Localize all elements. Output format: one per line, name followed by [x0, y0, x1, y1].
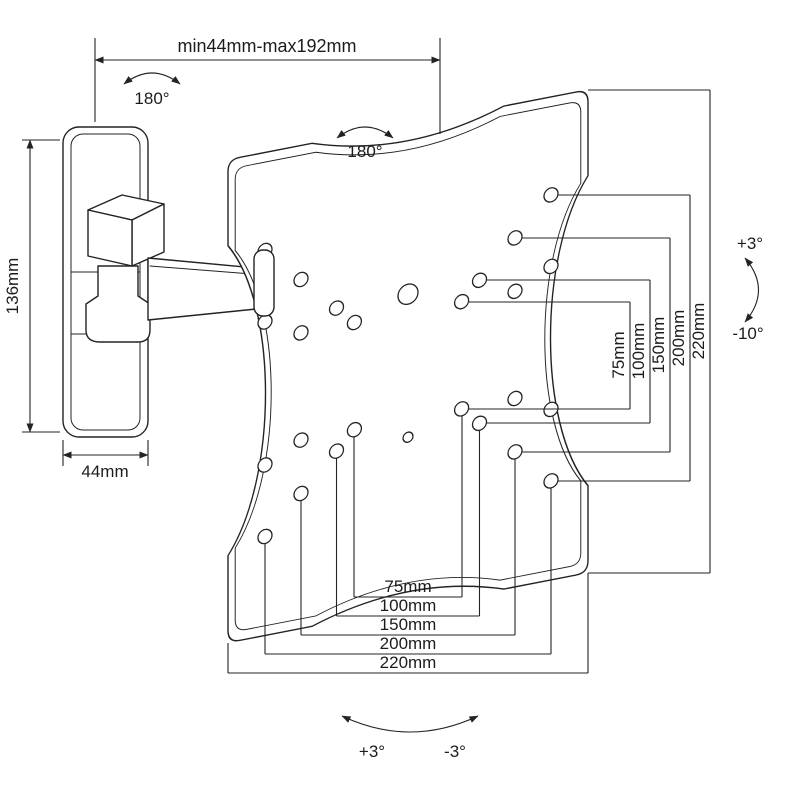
roll-arrow	[341, 715, 479, 733]
label-base-width: 44mm	[81, 462, 128, 481]
vesa-vertical-dimensions: 75mm 100mm 150mm 200mm 220mm	[469, 89, 711, 574]
tilt-arrow	[744, 257, 759, 323]
label-bracket-height: 136mm	[3, 258, 22, 315]
label-vesa-h-200: 200mm	[380, 634, 437, 653]
swivel-arm-arrow	[123, 72, 181, 85]
vesa-hole	[543, 187, 559, 203]
label-vesa-v-75: 75mm	[609, 331, 628, 378]
vesa-horizontal-dimensions: 75mm 100mm 150mm 200mm 220mm	[227, 416, 589, 674]
vesa-plate-inner-contour	[234, 102, 582, 631]
wall-plate-inner-contour	[70, 133, 141, 431]
vesa-hole	[346, 314, 363, 331]
label-tilt-up: +3°	[737, 234, 763, 253]
center-pivot-hole	[397, 283, 419, 306]
vesa-hole	[293, 325, 309, 341]
knuckle-front-face	[87, 209, 133, 267]
label-vesa-v-220: 220mm	[689, 303, 708, 360]
wall-bracket-assembly	[62, 126, 267, 438]
vesa-hole	[453, 401, 470, 417]
plate-pivot-hinge	[253, 249, 275, 317]
label-roll-minus: -3°	[444, 742, 466, 761]
vesa-hole	[293, 271, 309, 288]
vesa-hole	[507, 444, 523, 460]
label-swivel-head: 180°	[347, 142, 382, 161]
label-extension-range: min44mm-max192mm	[177, 36, 356, 56]
label-vesa-v-200: 200mm	[669, 310, 688, 367]
center-small-hole	[402, 431, 414, 443]
vesa-hole	[293, 432, 309, 448]
label-tilt-down: -10°	[732, 324, 763, 343]
vesa-hole	[543, 473, 559, 489]
label-swivel-arm: 180°	[134, 89, 169, 108]
vesa-plate-group	[227, 90, 589, 642]
vesa-hole	[453, 293, 470, 310]
label-vesa-h-100: 100mm	[380, 596, 437, 615]
vesa-hole	[543, 258, 559, 275]
vesa-hole	[471, 272, 488, 289]
vesa-hole	[507, 230, 523, 246]
vesa-hole	[346, 421, 363, 438]
vesa-plate-outline	[227, 90, 589, 642]
label-vesa-h-75: 75mm	[384, 577, 431, 596]
label-vesa-h-150: 150mm	[380, 615, 437, 634]
vesa-hole	[328, 300, 345, 316]
label-vesa-v-100: 100mm	[629, 323, 648, 380]
label-vesa-h-220: 220mm	[380, 653, 437, 672]
dimension-annotations: min44mm-max192mm 180° 180° 136mm 44mm 75…	[3, 36, 764, 761]
vesa-hole	[507, 390, 523, 407]
label-roll-plus: +3°	[359, 742, 385, 761]
vesa-hole	[257, 457, 273, 473]
swivel-head-arrow	[336, 126, 394, 139]
vesa-hole	[507, 283, 523, 300]
knuckle-stem	[85, 265, 151, 343]
label-vesa-v-150: 150mm	[649, 317, 668, 374]
